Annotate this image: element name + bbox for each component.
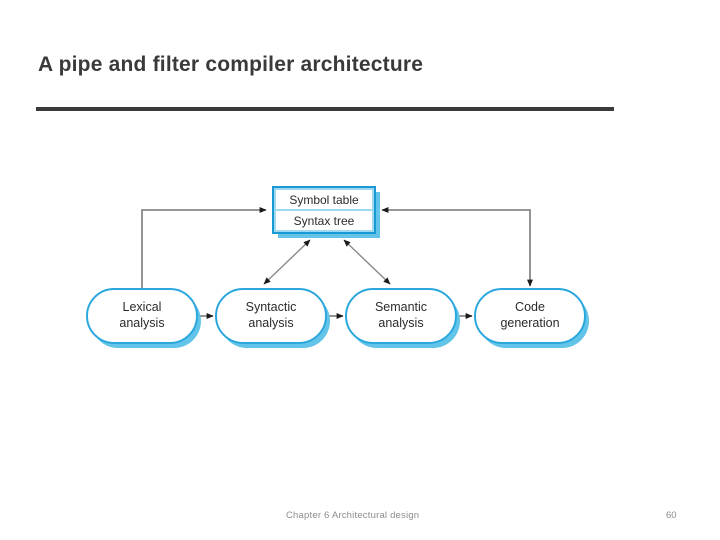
title-divider	[36, 107, 614, 111]
compiler-architecture-diagram: Symbol table Syntax tree Lexical analysi…	[60, 160, 660, 360]
stage-codegen-label-line1: Code	[515, 300, 545, 315]
stage-code-generation[interactable]: Code generation	[474, 288, 586, 344]
stage-codegen-label-line2: generation	[500, 316, 560, 330]
connector-lexical-to-store	[141, 207, 267, 288]
connector-store-to-codegen	[381, 207, 533, 287]
page-title: A pipe and filter compiler architecture	[38, 53, 424, 76]
stage-lexical-label-line1: Lexical	[122, 300, 162, 315]
stage-semantic-label-line2: analysis	[378, 316, 424, 330]
symbol-table-store[interactable]: Symbol table Syntax tree	[272, 186, 376, 234]
stage-syntactic-analysis[interactable]: Syntactic analysis	[215, 288, 327, 344]
connector-semantic-store-bidirectional	[343, 239, 391, 285]
footer-page-number: 60	[666, 510, 677, 521]
stage-syntactic-label-line2: analysis	[248, 316, 294, 330]
stage-semantic-label-line1: Semantic	[374, 300, 428, 315]
store-row-syntax-tree: Syntax tree	[276, 211, 372, 230]
diagram-connectors	[141, 207, 533, 319]
stage-lexical-analysis[interactable]: Lexical analysis	[86, 288, 198, 344]
stage-syntactic-label-line1: Syntactic	[245, 300, 297, 315]
connector-syntactic-store-bidirectional	[263, 239, 311, 285]
footer-chapter-note: Chapter 6 Architectural design	[286, 510, 420, 521]
stage-semantic-analysis[interactable]: Semantic analysis	[345, 288, 457, 344]
stage-lexical-label-line2: analysis	[119, 316, 165, 330]
store-row-symbol-table: Symbol table	[276, 190, 372, 209]
